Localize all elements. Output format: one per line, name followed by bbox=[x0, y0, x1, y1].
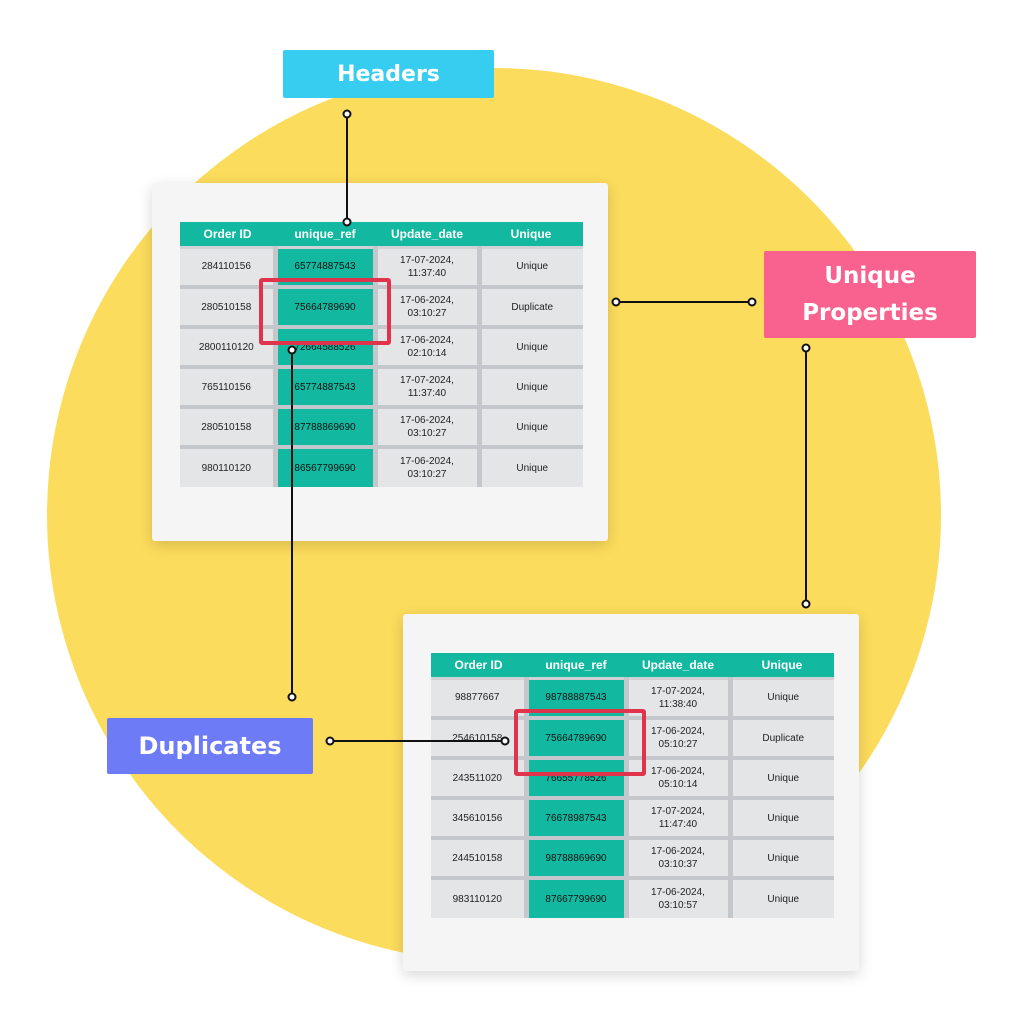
order-id-cell: 345610156 bbox=[431, 796, 526, 838]
update-date-cell: 17-06-2024, 03:10:57 bbox=[623, 876, 730, 918]
status-cell: Unique bbox=[476, 245, 583, 287]
status-cell: Unique bbox=[476, 325, 583, 367]
time-text: 03:10:27 bbox=[407, 469, 447, 480]
date-text: 17-06-2024, bbox=[651, 766, 705, 777]
duplicate-highlight-box bbox=[259, 278, 391, 345]
update-date-cell: 17-07-2024, 11:47:40 bbox=[623, 796, 730, 838]
date-text: 17-06-2024, bbox=[400, 415, 454, 426]
time-text: 11:37:40 bbox=[407, 388, 447, 399]
update-date-cell: 17-06-2024, 03:10:37 bbox=[623, 836, 730, 878]
duplicates-label: Duplicates bbox=[107, 718, 313, 774]
unique-ref-cell: 87788869690 bbox=[272, 405, 375, 447]
unique-ref-cell: 87667799690 bbox=[523, 876, 626, 918]
headers-label: Headers bbox=[283, 50, 494, 98]
date-text: 17-06-2024, bbox=[651, 846, 705, 857]
date-text: 17-07-2024, bbox=[400, 375, 454, 386]
table-header-row: Order ID unique_ref Update_date Unique bbox=[431, 653, 834, 678]
date-text: 17-06-2024, bbox=[651, 726, 705, 737]
status-cell: Unique bbox=[727, 836, 834, 878]
orders-table-top: Order ID unique_ref Update_date Unique 2… bbox=[180, 222, 583, 487]
order-id-cell: 980110120 bbox=[180, 445, 275, 487]
order-id-cell: 983110120 bbox=[431, 876, 526, 918]
unique-properties-line2: Properties bbox=[802, 299, 938, 326]
time-text: 11:38:40 bbox=[658, 698, 698, 710]
order-id-cell: 765110156 bbox=[180, 365, 275, 407]
unique-properties-line1: Unique bbox=[824, 262, 916, 289]
unique-ref-cell: 75664789690 bbox=[272, 285, 375, 327]
date-text: 17-06-2024, bbox=[400, 295, 454, 306]
time-text: 03:10:37 bbox=[658, 859, 698, 870]
time-text: 03:10:57 bbox=[658, 900, 698, 911]
date-text: 17-07-2024, bbox=[651, 685, 705, 697]
orders-table-bottom: Order ID unique_ref Update_date Unique 9… bbox=[431, 653, 834, 918]
unique-ref-cell: 65774887543 bbox=[272, 365, 375, 407]
table-row: 254610158 75664789690 17-06-2024, 05:10:2… bbox=[431, 716, 834, 758]
status-cell: Unique bbox=[476, 405, 583, 447]
time-text: 11:47:40 bbox=[658, 819, 698, 830]
table-row: 980110120 86567799690 17-06-2024, 03:10:2… bbox=[180, 445, 583, 487]
order-id-cell: 244510158 bbox=[431, 836, 526, 878]
unique-ref-cell: 76678987543 bbox=[523, 796, 626, 838]
header-unique-ref: unique_ref bbox=[275, 222, 375, 247]
table-row: 244510158 98788869690 17-06-2024, 03:10:3… bbox=[431, 836, 834, 878]
date-text: 17-06-2024, bbox=[400, 456, 454, 467]
unique-ref-cell: 76655778526 bbox=[523, 756, 626, 798]
time-text: 03:10:27 bbox=[407, 308, 447, 319]
table-row: 243511020 76655778526 17-06-2024, 05:10:1… bbox=[431, 756, 834, 798]
table-card-top: Order ID unique_ref Update_date Unique 2… bbox=[152, 183, 608, 541]
time-text: 05:10:14 bbox=[658, 779, 698, 790]
status-cell: Unique bbox=[727, 876, 834, 918]
status-cell: Unique bbox=[727, 676, 834, 718]
update-date-cell: 17-06-2024, 03:10:27 bbox=[372, 445, 479, 487]
status-cell: Duplicate bbox=[727, 716, 834, 758]
table-row: 280510158 87788869690 17-06-2024, 03:10:2… bbox=[180, 405, 583, 447]
time-text: 05:10:27 bbox=[658, 739, 698, 750]
date-text: 17-07-2024, bbox=[651, 806, 705, 817]
date-text: 17-06-2024, bbox=[400, 335, 454, 346]
update-date-cell: 17-06-2024, 03:10:27 bbox=[372, 405, 479, 447]
unique-ref-cell: 75664789690 bbox=[523, 716, 626, 758]
unique-ref-cell: 98788869690 bbox=[523, 836, 626, 878]
table-header-row: Order ID unique_ref Update_date Unique bbox=[180, 222, 583, 247]
table-row: 345610156 76678987543 17-07-2024, 11:47:4… bbox=[431, 796, 834, 838]
unique-ref-cell: 86567799690 bbox=[272, 445, 375, 487]
header-order-id: Order ID bbox=[431, 653, 526, 678]
date-text: 17-06-2024, bbox=[651, 887, 705, 898]
time-text: 02:10:14 bbox=[407, 348, 447, 359]
status-cell: Unique bbox=[727, 756, 834, 798]
header-unique: Unique bbox=[730, 653, 834, 678]
order-id-cell: 98877667 bbox=[431, 676, 526, 718]
header-update-date: Update_date bbox=[375, 222, 479, 247]
duplicate-highlight-box bbox=[514, 709, 646, 776]
table-card-bottom: Order ID unique_ref Update_date Unique 9… bbox=[403, 614, 859, 971]
status-cell: Unique bbox=[476, 445, 583, 487]
date-text: 17-07-2024, bbox=[400, 254, 454, 266]
table-row: 765110156 65774887543 17-07-2024, 11:37:4… bbox=[180, 365, 583, 407]
header-unique-ref: unique_ref bbox=[526, 653, 626, 678]
status-cell: Unique bbox=[476, 365, 583, 407]
order-id-cell: 254610158 bbox=[431, 716, 526, 758]
unique-properties-label: Unique Properties bbox=[764, 251, 976, 338]
time-text: 03:10:27 bbox=[407, 428, 447, 439]
time-text: 11:37:40 bbox=[407, 267, 447, 279]
table-row: 2800110120 72664588526 17-06-2024,02:10:… bbox=[180, 325, 583, 367]
update-date-cell: 17-06-2024, 05:10:14 bbox=[623, 756, 730, 798]
order-id-cell: 280510158 bbox=[180, 405, 275, 447]
order-id-cell: 243511020 bbox=[431, 756, 526, 798]
update-date-cell: 17-06-2024, 02:10:14 bbox=[372, 325, 479, 367]
table-row: 983110120 87667799690 17-06-2024, 03:10:5… bbox=[431, 876, 834, 918]
header-unique: Unique bbox=[479, 222, 583, 247]
order-id-cell: 284110156 bbox=[180, 245, 275, 287]
header-update-date: Update_date bbox=[626, 653, 730, 678]
status-cell: Unique bbox=[727, 796, 834, 838]
status-cell: Duplicate bbox=[476, 285, 583, 327]
update-date-cell: 17-07-2024, 11:37:40 bbox=[372, 365, 479, 407]
header-order-id: Order ID bbox=[180, 222, 275, 247]
